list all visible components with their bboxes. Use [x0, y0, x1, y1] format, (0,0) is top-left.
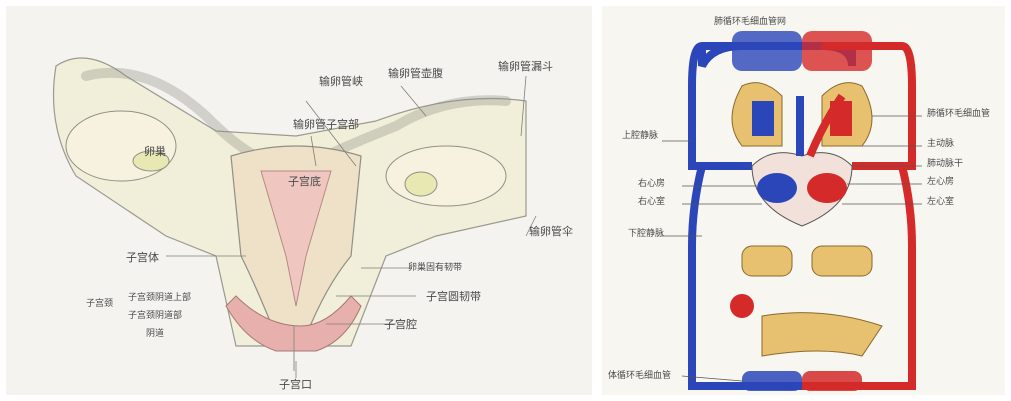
label-fallopian-tube-uterine-part: 输卵管子宫部 — [293, 118, 359, 131]
label-vagina: 阴道 — [146, 329, 165, 339]
label-left-ventricle: 左心室 — [927, 197, 955, 207]
label-cervix-supravaginal: 子宫颈阴道上部 — [128, 293, 192, 303]
label-inferior-vena-cava: 下腔静脉 — [628, 229, 665, 239]
label-fallopian-tube-ampulla: 输卵管壶腹 — [388, 67, 443, 80]
label-systemic-capillary: 体循环毛细血管 — [608, 371, 672, 381]
label-uterine-body: 子宫体 — [126, 251, 159, 264]
label-right-ventricle: 右心室 — [638, 197, 666, 207]
label-ovary: 卵巢 — [144, 145, 166, 158]
label-uterine-round-ligament: 子宫圆韧带 — [426, 290, 481, 303]
circulation-diagram-panel: 肺循环毛细血管网 肺循环毛细血管 上腔静脉 主动脉 肺动脉干 左心房 右心房 右… — [602, 6, 1005, 395]
label-aorta: 主动脉 — [927, 139, 955, 149]
label-fimbriae: 输卵管伞 — [529, 225, 573, 238]
label-pulmonary-artery: 肺动脉干 — [927, 159, 964, 169]
circulation-drawing — [662, 31, 922, 391]
bottom-capillary-net — [742, 371, 862, 391]
label-pulmonary-capillary-net: 肺循环毛细血管网 — [714, 17, 787, 27]
label-left-atrium: 左心房 — [927, 177, 955, 187]
label-right-atrium: 右心房 — [638, 179, 666, 189]
label-ovarian-ligament: 卵巢固有韧带 — [408, 263, 463, 273]
uterus-drawing — [52, 57, 537, 378]
label-uterine-cavity: 子宫腔 — [384, 318, 417, 331]
label-fallopian-tube-isthmus: 输卵管峡 — [319, 75, 363, 88]
label-superior-vena-cava: 上腔静脉 — [622, 131, 659, 141]
uterus-diagram-panel: 输卵管峡 输卵管壶腹 输卵管漏斗 输卵管子宫部 卵巢 子宫底 子宫体 卵巢固有韧… — [6, 6, 592, 395]
label-uterine-fundus: 子宫底 — [288, 175, 321, 188]
label-uterine-cervix: 子宫颈 — [86, 299, 114, 309]
label-cervix-vaginal: 子宫颈阴道部 — [128, 311, 183, 321]
label-fallopian-tube-infundibulum: 输卵管漏斗 — [498, 60, 553, 73]
label-uterine-os: 子宫口 — [279, 378, 312, 391]
label-lung-capillary: 肺循环毛细血管 — [927, 109, 991, 119]
top-capillary-net — [732, 31, 872, 71]
